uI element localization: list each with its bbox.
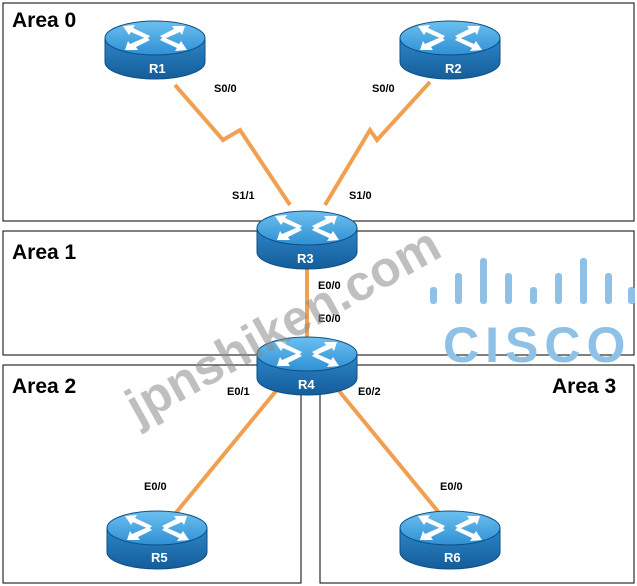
router-label-r6: R6: [444, 550, 461, 565]
if-label-r1-s0-0: S0/0: [214, 83, 237, 95]
if-label-r3-s1-1: S1/1: [232, 190, 255, 202]
if-label-r4-e0-0: E0/0: [318, 313, 341, 325]
router-label-r2: R2: [445, 61, 462, 76]
area-2-label: Area 2: [12, 375, 76, 398]
area-0-label: Area 0: [12, 9, 76, 32]
router-label-r1: R1: [149, 61, 166, 76]
serial-link-r2-r3: [323, 80, 432, 207]
if-label-r4-e0-1: E0/1: [227, 386, 250, 398]
cisco-logo-bars: [430, 258, 635, 304]
router-label-r4: R4: [298, 377, 315, 392]
if-label-r2-s0-0: S0/0: [372, 83, 395, 95]
if-label-r3-e0-0: E0/0: [318, 280, 341, 292]
router-r5: R5: [106, 510, 208, 570]
if-label-r4-e0-2: E0/2: [358, 386, 381, 398]
router-label-r5: R5: [151, 550, 168, 565]
router-r1: R1: [104, 20, 206, 80]
router-label-r3: R3: [297, 251, 314, 266]
serial-link-r1-r3: [173, 83, 292, 207]
area-1-label: Area 1: [12, 241, 77, 264]
ethernet-link-r4-r6: [328, 378, 447, 522]
cisco-logo: CISCO: [430, 258, 635, 373]
area-0-box: [2, 2, 635, 222]
if-label-r5-e0-0: E0/0: [144, 481, 167, 493]
if-label-r3-s1-0: S1/0: [349, 190, 372, 202]
cisco-logo-wordmark: CISCO: [443, 317, 631, 373]
if-label-r6-e0-0: E0/0: [440, 481, 463, 493]
router-r6: R6: [399, 510, 501, 570]
router-r4: R4: [256, 336, 358, 396]
router-r2: R2: [399, 20, 501, 80]
area-2-box: [2, 364, 302, 584]
router-r3: R3: [256, 210, 358, 270]
area-3-box: [319, 364, 635, 584]
area-3-label: Area 3: [552, 375, 616, 398]
ethernet-link-r4-r5: [168, 378, 287, 522]
